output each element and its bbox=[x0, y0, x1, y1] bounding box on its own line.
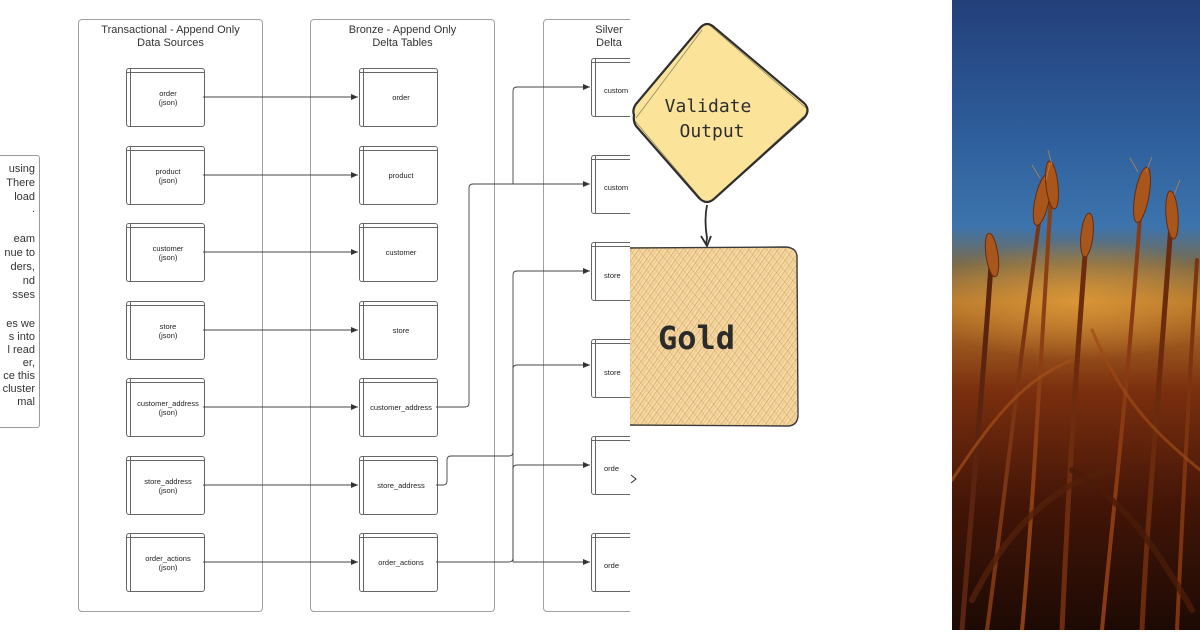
source-node-order-actions[interactable]: order_actions(json) bbox=[126, 533, 205, 592]
silver-node[interactable]: orde bbox=[591, 436, 630, 495]
bronze-node-order-actions[interactable]: order_actions bbox=[359, 533, 438, 592]
silver-node[interactable]: store bbox=[591, 339, 630, 398]
silver-node[interactable]: custom bbox=[591, 155, 630, 214]
source-node-store[interactable]: store(json) bbox=[126, 301, 205, 360]
note-line: nd bbox=[22, 275, 35, 287]
sketch-drawing: Validate Output Gold bbox=[629, 22, 809, 484]
source-node-customer[interactable]: customer(json) bbox=[126, 223, 205, 282]
connector-arrow bbox=[700, 204, 712, 249]
silver-node[interactable]: store bbox=[591, 242, 630, 301]
lane-title: Transactional - Append Only Data Sources bbox=[101, 24, 240, 49]
sketch-panel: Validate Output Gold bbox=[629, 0, 952, 630]
bronze-node-order[interactable]: order bbox=[359, 68, 438, 127]
gold-box: Gold bbox=[629, 246, 799, 427]
note-line: mal bbox=[17, 396, 35, 408]
wheat-illustration bbox=[952, 0, 1200, 630]
note-line: load bbox=[14, 191, 35, 203]
source-node-order[interactable]: order(json) bbox=[126, 68, 205, 127]
description-note: using There load . eam nue to ders, nd s… bbox=[0, 155, 40, 428]
pipeline-diagram: using There load . eam nue to ders, nd s… bbox=[0, 19, 630, 612]
note-line: eam bbox=[13, 233, 35, 245]
bronze-node-customer[interactable]: customer bbox=[359, 223, 438, 282]
source-node-store-address[interactable]: store_address(json) bbox=[126, 456, 205, 515]
bronze-node-product[interactable]: product bbox=[359, 146, 438, 205]
source-node-customer-address[interactable]: customer_address(json) bbox=[126, 378, 205, 437]
note-line: sses bbox=[12, 289, 35, 301]
note-line: s into bbox=[8, 331, 35, 343]
bronze-node-customer-address[interactable]: customer_address bbox=[359, 378, 438, 437]
edge-bronze-store-address-to-silver bbox=[436, 268, 590, 486]
bronze-node-store-address[interactable]: store_address bbox=[359, 456, 438, 515]
validate-label-line1: Validate bbox=[665, 96, 752, 117]
note-line: There bbox=[6, 177, 35, 189]
lane-title: Silver Delta bbox=[595, 24, 623, 49]
bronze-node-store[interactable]: store bbox=[359, 301, 438, 360]
note-line: ce this bbox=[3, 370, 35, 382]
lane-silver-tables: Silver Delta bbox=[543, 19, 630, 612]
silver-node[interactable]: custom bbox=[591, 58, 630, 117]
note-line: ders, bbox=[10, 261, 35, 273]
lane-title: Bronze - Append Only Delta Tables bbox=[348, 24, 457, 49]
edge-bronze-order-actions-to-silver bbox=[436, 362, 590, 563]
note-line: cluster bbox=[2, 383, 35, 395]
silver-node[interactable]: orde bbox=[591, 533, 630, 592]
source-node-product[interactable]: product(json) bbox=[126, 146, 205, 205]
gold-label: Gold bbox=[658, 319, 735, 357]
validate-label-line2: Output bbox=[679, 121, 744, 142]
edge-bronze-order-actions-to-silver-order bbox=[512, 462, 590, 562]
wheat-field-image bbox=[952, 0, 1200, 630]
partial-arrow bbox=[630, 474, 637, 484]
note-line: er, bbox=[22, 357, 35, 369]
note-line: using bbox=[8, 163, 35, 175]
edge-layer bbox=[203, 84, 590, 565]
validate-output-diamond: Validate Output bbox=[632, 22, 809, 204]
note-line: . bbox=[31, 203, 35, 215]
note-line: es we bbox=[6, 318, 35, 330]
lane-transactional-sources: Transactional - Append Only Data Sources bbox=[78, 19, 263, 612]
edge-bronze-to-silver-top bbox=[512, 84, 590, 184]
note-line: nue to bbox=[4, 247, 35, 259]
edge-bronze-customer-address-to-silver bbox=[436, 181, 590, 408]
lane-bronze-tables: Bronze - Append Only Delta Tables bbox=[310, 19, 495, 612]
note-line: l read bbox=[7, 344, 35, 356]
